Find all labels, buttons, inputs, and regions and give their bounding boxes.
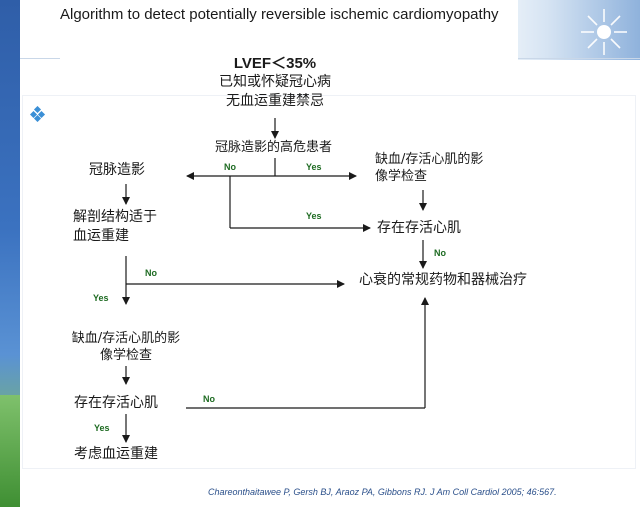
label-decision-no: No — [224, 162, 236, 172]
anatomy-line2: 血运重建 — [73, 228, 129, 244]
start-line2: 已知或怀疑冠心病 — [219, 74, 331, 90]
right-imaging-node: 缺血/存活心肌的影 像学检查 — [375, 151, 483, 185]
therapy-node: 心衰的常规药物和器械治疗 — [359, 272, 527, 288]
left-anatomy-node: 解剖结构适于 血运重建 — [73, 208, 157, 246]
slide-bottom-left-block — [0, 395, 20, 507]
right-viable-node: 存在存活心肌 — [377, 220, 461, 236]
revascularization-node: 考虑血运重建 — [74, 446, 158, 462]
left-imaging-node: 缺血/存活心肌的影 像学检查 — [56, 330, 196, 364]
content-panel — [22, 95, 636, 469]
citation: Chareonthaitawee P, Gersh BJ, Araoz PA, … — [208, 487, 557, 497]
flow-top-bg — [60, 48, 518, 70]
left-imaging-line2: 像学检查 — [99, 348, 152, 363]
title-box — [48, 0, 518, 48]
slide-left-band — [0, 0, 20, 507]
anatomy-line1: 解剖结构适于 — [73, 209, 157, 225]
right-imaging-line1: 缺血/存活心肌的影 — [375, 152, 484, 167]
left-imaging-line1: 缺血/存活心肌的影 — [71, 331, 181, 346]
left-angio-node: 冠脉造影 — [89, 162, 145, 178]
slide-title: Algorithm to detect potentially reversib… — [60, 6, 499, 23]
left-viable-node: 存在存活心肌 — [74, 395, 158, 411]
label-anatomy-yes: Yes — [93, 293, 109, 303]
label-viable-right-no: No — [434, 248, 446, 258]
diamond-bullet-icon — [30, 106, 46, 122]
label-anatomy-no: No — [145, 268, 157, 278]
start-line3: 无血运重建禁忌 — [226, 93, 324, 109]
decision-node: 冠脉造影的高危患者 — [215, 140, 333, 155]
start-lvef: LVEF＜35% — [233, 55, 317, 72]
label-viable-left-yes: Yes — [94, 423, 110, 433]
right-imaging-line2: 像学检查 — [375, 169, 428, 184]
label-decision-yes: Yes — [306, 162, 322, 172]
start-node: LVEF＜35% 已知或怀疑冠心病 无血运重建禁忌 — [205, 52, 345, 111]
label-left-to-viable-yes: Yes — [306, 211, 322, 221]
sunburst-icon — [581, 9, 627, 55]
label-viable-left-no: No — [203, 394, 215, 404]
